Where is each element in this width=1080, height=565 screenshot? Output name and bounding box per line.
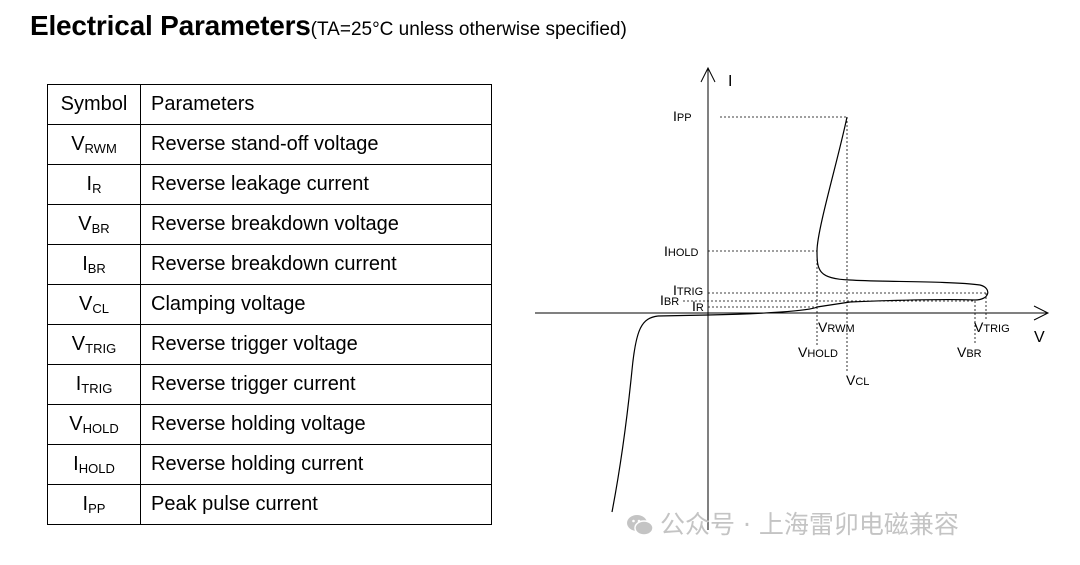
symbol-letter: V [78,213,92,235]
parameter-cell: Clamping voltage [140,284,492,325]
symbol-cell: VTRIG [47,324,141,365]
iv-curve-negative [611,315,659,513]
symbol-subscript: BR [87,261,106,276]
symbol-subscript: R [92,181,102,196]
symbol-subscript: CL [92,301,109,316]
symbol-letter: V [79,293,93,315]
label-itrig: ITRIG [673,282,703,298]
table-header-row: Symbol Parameters [47,84,492,125]
symbol-cell: IR [47,164,141,205]
wechat-icon [626,513,654,543]
symbol-cell: IPP [47,484,141,525]
label-vrwm: VRWM [818,319,855,335]
symbol-letter: I [86,173,93,195]
test-condition: (TA=25°C unless otherwise specified) [310,19,627,40]
label-ipp: IPP [673,108,692,124]
label-ihold: IHOLD [664,243,699,259]
symbol-subscript: TRIG [85,341,117,356]
symbol-subscript: BR [91,221,110,236]
parameter-cell: Reverse leakage current [140,164,492,205]
symbol-letter: I [82,253,88,275]
symbol-column-header: Symbol [47,84,141,125]
y-axis-label: I [728,73,732,90]
symbol-cell: VCL [47,284,141,325]
label-vcl: VCL [846,372,869,388]
parameter-cell: Reverse trigger voltage [140,324,492,365]
symbol-subscript: TRIG [81,381,113,396]
x-axis-label: V [1034,329,1045,346]
symbol-subscript: RWM [84,141,117,156]
x-axis-arrowhead [1033,305,1050,321]
parameter-cell: Reverse breakdown current [140,244,492,285]
parameter-cell: Reverse holding current [140,444,492,485]
symbol-letter: V [69,413,83,435]
symbol-letter: I [75,373,82,395]
label-vbr: VBR [957,344,982,360]
symbol-cell: VRWM [47,124,141,165]
page-heading: Electrical Parameters(TA=25°C unless oth… [30,10,627,42]
parameter-cell: Reverse breakdown voltage [140,204,492,245]
symbol-letter: I [73,453,79,475]
label-ibr: IBR [660,292,679,308]
iv-curve-positive [657,116,989,317]
symbol-letter: V [71,333,86,355]
symbol-subscript: HOLD [82,421,119,436]
symbol-cell: VHOLD [47,404,141,445]
symbol-cell: VBR [47,204,141,245]
watermark-text: 公众号 · 上海雷卯电磁兼容 [660,510,959,539]
symbol-letter: I [82,493,89,515]
parameter-cell: Peak pulse current [140,484,492,525]
page-title: Electrical Parameters [30,10,311,41]
label-vtrig: VTRIG [974,319,1010,335]
parameter-cell: Reverse stand-off voltage [140,124,492,165]
parameters-column-header: Parameters [140,84,492,125]
symbol-subscript: HOLD [78,461,115,476]
parameter-cell: Reverse trigger current [140,364,492,405]
label-vhold: VHOLD [798,344,838,360]
symbol-cell: ITRIG [47,364,141,405]
symbol-letter: V [71,133,85,155]
iv-characteristic-diagram: I V IPP IHOLD ITRIG IBR IR VRWM VTRIG VH… [535,66,1050,530]
symbol-cell: IBR [47,244,141,285]
y-axis-arrowhead [700,66,716,83]
watermark: 公众号 · 上海雷卯电磁兼容 [626,505,959,543]
symbol-subscript: PP [88,501,106,516]
parameter-cell: Reverse holding voltage [140,404,492,445]
symbol-cell: IHOLD [47,444,141,485]
label-ir: IR [692,298,704,314]
